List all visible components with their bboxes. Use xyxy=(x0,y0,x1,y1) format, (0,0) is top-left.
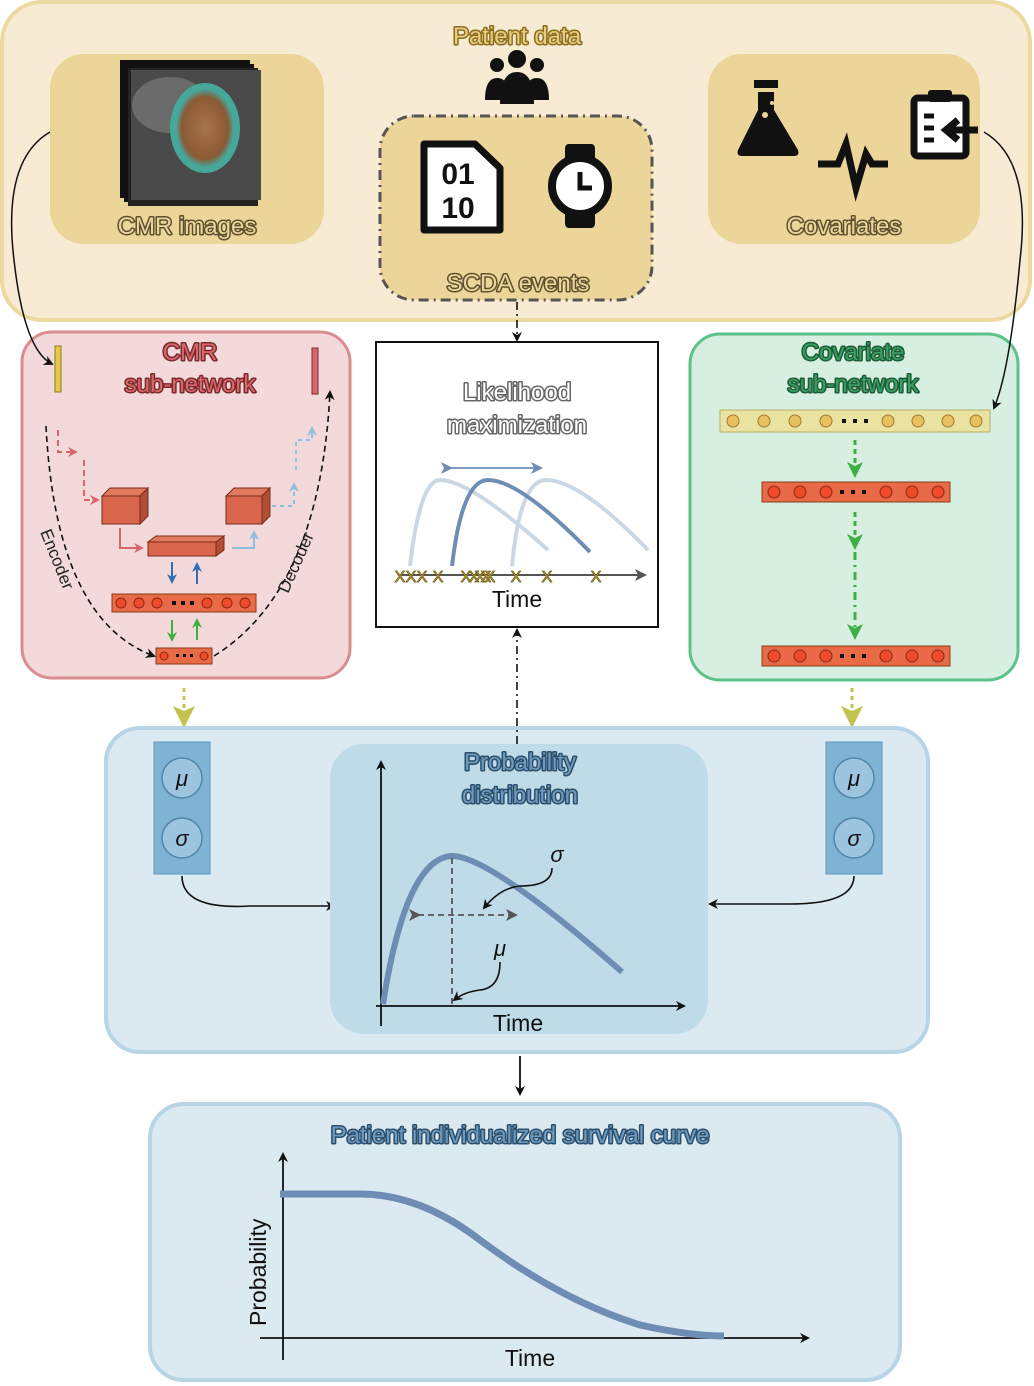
cmr-mu-node xyxy=(161,757,203,799)
event-marker: X xyxy=(485,569,496,586)
distribution-time-label: Time xyxy=(493,1010,543,1036)
main-curve xyxy=(450,477,592,567)
cmr-sigma-symbol: σ xyxy=(175,826,189,851)
survival-time-label: Time xyxy=(505,1345,555,1371)
covariate-input-vector xyxy=(719,409,991,433)
covariate-params: μ σ xyxy=(825,741,883,875)
sigma-pointer xyxy=(482,867,553,910)
binary-sd-card-icon: 01 10 xyxy=(420,140,504,234)
encoder-skip-arrow-2 xyxy=(83,460,100,505)
distribution-curve xyxy=(380,852,624,1005)
patient-data-title: Patient data xyxy=(453,23,582,50)
likelihood-title-line2: maximization xyxy=(447,412,587,439)
likelihood-time-label: Time xyxy=(492,586,542,612)
covariate-subnetwork-title-line1: Covariate xyxy=(802,339,905,366)
faded-curve-left xyxy=(408,477,550,567)
decoder-path xyxy=(213,390,335,657)
encoder-skip-arrow-1 xyxy=(57,430,78,457)
event-marker: X xyxy=(475,569,486,586)
decoder-block xyxy=(224,486,272,526)
probability-title-line1: Probability xyxy=(464,749,576,776)
faded-curve-right xyxy=(510,477,650,567)
event-marker: X xyxy=(481,569,492,586)
cmr-sigma-node xyxy=(161,817,203,859)
survival-curve xyxy=(280,1190,725,1340)
cmr-feature-vector xyxy=(111,593,257,613)
survival-y-label: Probability xyxy=(245,1218,271,1326)
event-marker: X xyxy=(417,569,428,586)
sigma-annotation: σ xyxy=(550,842,564,867)
mu-pointer xyxy=(452,961,501,1002)
event-marker: X xyxy=(461,569,472,586)
cmr-params: μ σ xyxy=(153,741,211,875)
survival-title: Patient individualized survival curve xyxy=(331,1122,710,1149)
event-marker: X xyxy=(406,569,417,586)
covariate-mu-node xyxy=(833,757,875,799)
cmr-latent-vector xyxy=(155,647,213,665)
event-marker: X xyxy=(542,569,553,586)
binary-digits-bottom: 10 xyxy=(441,192,474,225)
covariate-subnetwork-title-line2: sub-network xyxy=(788,371,920,398)
cmr-input-connector xyxy=(10,131,54,365)
probability-panel: μ σ μ σ Probability distribution σ μ Tim… xyxy=(104,726,930,1054)
decoder-skip-arrow-1 xyxy=(232,530,259,549)
event-marker: X xyxy=(469,569,480,586)
mu-annotation: μ xyxy=(493,936,506,961)
likelihood-title-line1: Likelihood xyxy=(463,379,571,406)
covariate-mu-symbol: μ xyxy=(847,766,860,791)
covariates-label: Covariates xyxy=(787,213,902,240)
covariate-sigma-symbol: σ xyxy=(847,826,861,851)
covariate-subnetwork-panel: Covariate sub-network xyxy=(688,332,1020,682)
cmr-params-connector xyxy=(181,875,336,911)
probability-title-line2: distribution xyxy=(462,782,578,809)
cmr-subnetwork-title-line1: CMR xyxy=(163,339,218,366)
covariate-hidden-vector-2 xyxy=(761,645,951,667)
cmr-subnetwork-title-line2: sub-network xyxy=(125,371,257,398)
decoder-skip-arrow-3 xyxy=(295,426,317,470)
scda-events-label: SCDA events xyxy=(447,270,590,297)
heartbeat-icon xyxy=(818,132,888,202)
cmr-image-stack xyxy=(120,60,261,206)
binary-digits-top: 01 xyxy=(441,158,474,191)
output-slice xyxy=(311,347,319,395)
event-marker: X xyxy=(395,569,406,586)
cmr-images-box: CMR images xyxy=(50,54,324,244)
encoder-path xyxy=(45,425,156,658)
event-marker: X xyxy=(591,569,602,586)
input-slice xyxy=(54,345,62,393)
encoder-block xyxy=(100,486,150,526)
people-group-icon xyxy=(485,50,549,104)
flask-icon xyxy=(737,80,799,156)
cmr-images-label: CMR images xyxy=(118,213,257,240)
covariate-params-connector xyxy=(708,875,855,909)
covariates-box: Covariates xyxy=(708,54,980,244)
survival-panel: Patient individualized survival curve Pr… xyxy=(148,1102,902,1382)
watch-icon xyxy=(548,144,612,228)
covariate-hidden-vector-1 xyxy=(761,481,951,503)
event-marker: X xyxy=(433,569,444,586)
encoder-skip-arrow-3 xyxy=(119,528,144,553)
cmr-subnetwork-panel: CMR sub-network xyxy=(20,330,352,680)
cmr-mu-symbol: μ xyxy=(175,766,188,791)
covariate-input-connector xyxy=(983,131,1024,410)
bottleneck-block xyxy=(146,535,226,557)
clipboard-import-icon xyxy=(910,90,978,160)
patient-data-panel: Patient data CMR images xyxy=(0,0,1032,322)
covariate-sigma-node xyxy=(833,817,875,859)
event-marker: X xyxy=(511,569,522,586)
scda-events-box: 01 10 SCDA events xyxy=(378,114,654,302)
